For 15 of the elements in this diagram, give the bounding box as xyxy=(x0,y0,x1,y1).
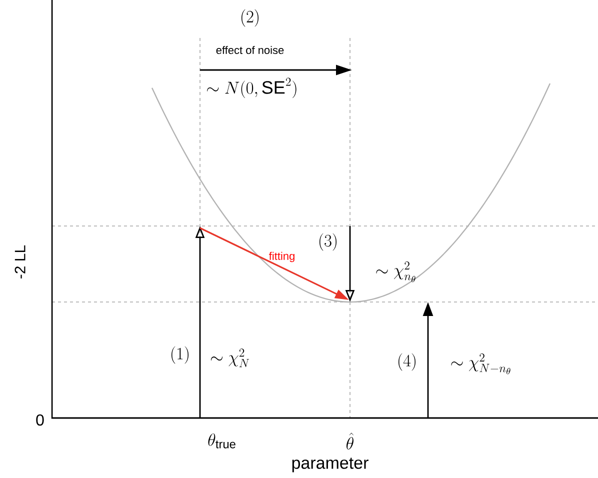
arrow-label: fitting xyxy=(269,252,294,262)
axis-title: -2 LL xyxy=(14,245,26,278)
step-number: $(3)$ xyxy=(319,233,336,251)
step-number: $(4)$ xyxy=(398,353,416,371)
formula-label: $\sim \chi^2_{n_\theta}$ xyxy=(376,262,416,282)
tick-label: $\theta_{\mathrm{true}}$ xyxy=(208,433,236,448)
tick-label: $\hat{\theta}$ xyxy=(346,432,354,450)
step-number: $(1)$ xyxy=(171,346,188,364)
formula-label: $\sim N(0,\mathrm{SE}^2)$ xyxy=(207,78,296,98)
tick-label: 0 xyxy=(36,414,44,426)
axis-title: parameter xyxy=(292,458,368,472)
formula-label: $\sim \chi^2_N$ xyxy=(210,348,250,368)
arrow-label: effect of noise xyxy=(216,46,284,54)
formula-label: $\sim \chi^2_{N-n_\theta}$ xyxy=(451,354,510,374)
step-number: $(2)$ xyxy=(241,9,258,27)
